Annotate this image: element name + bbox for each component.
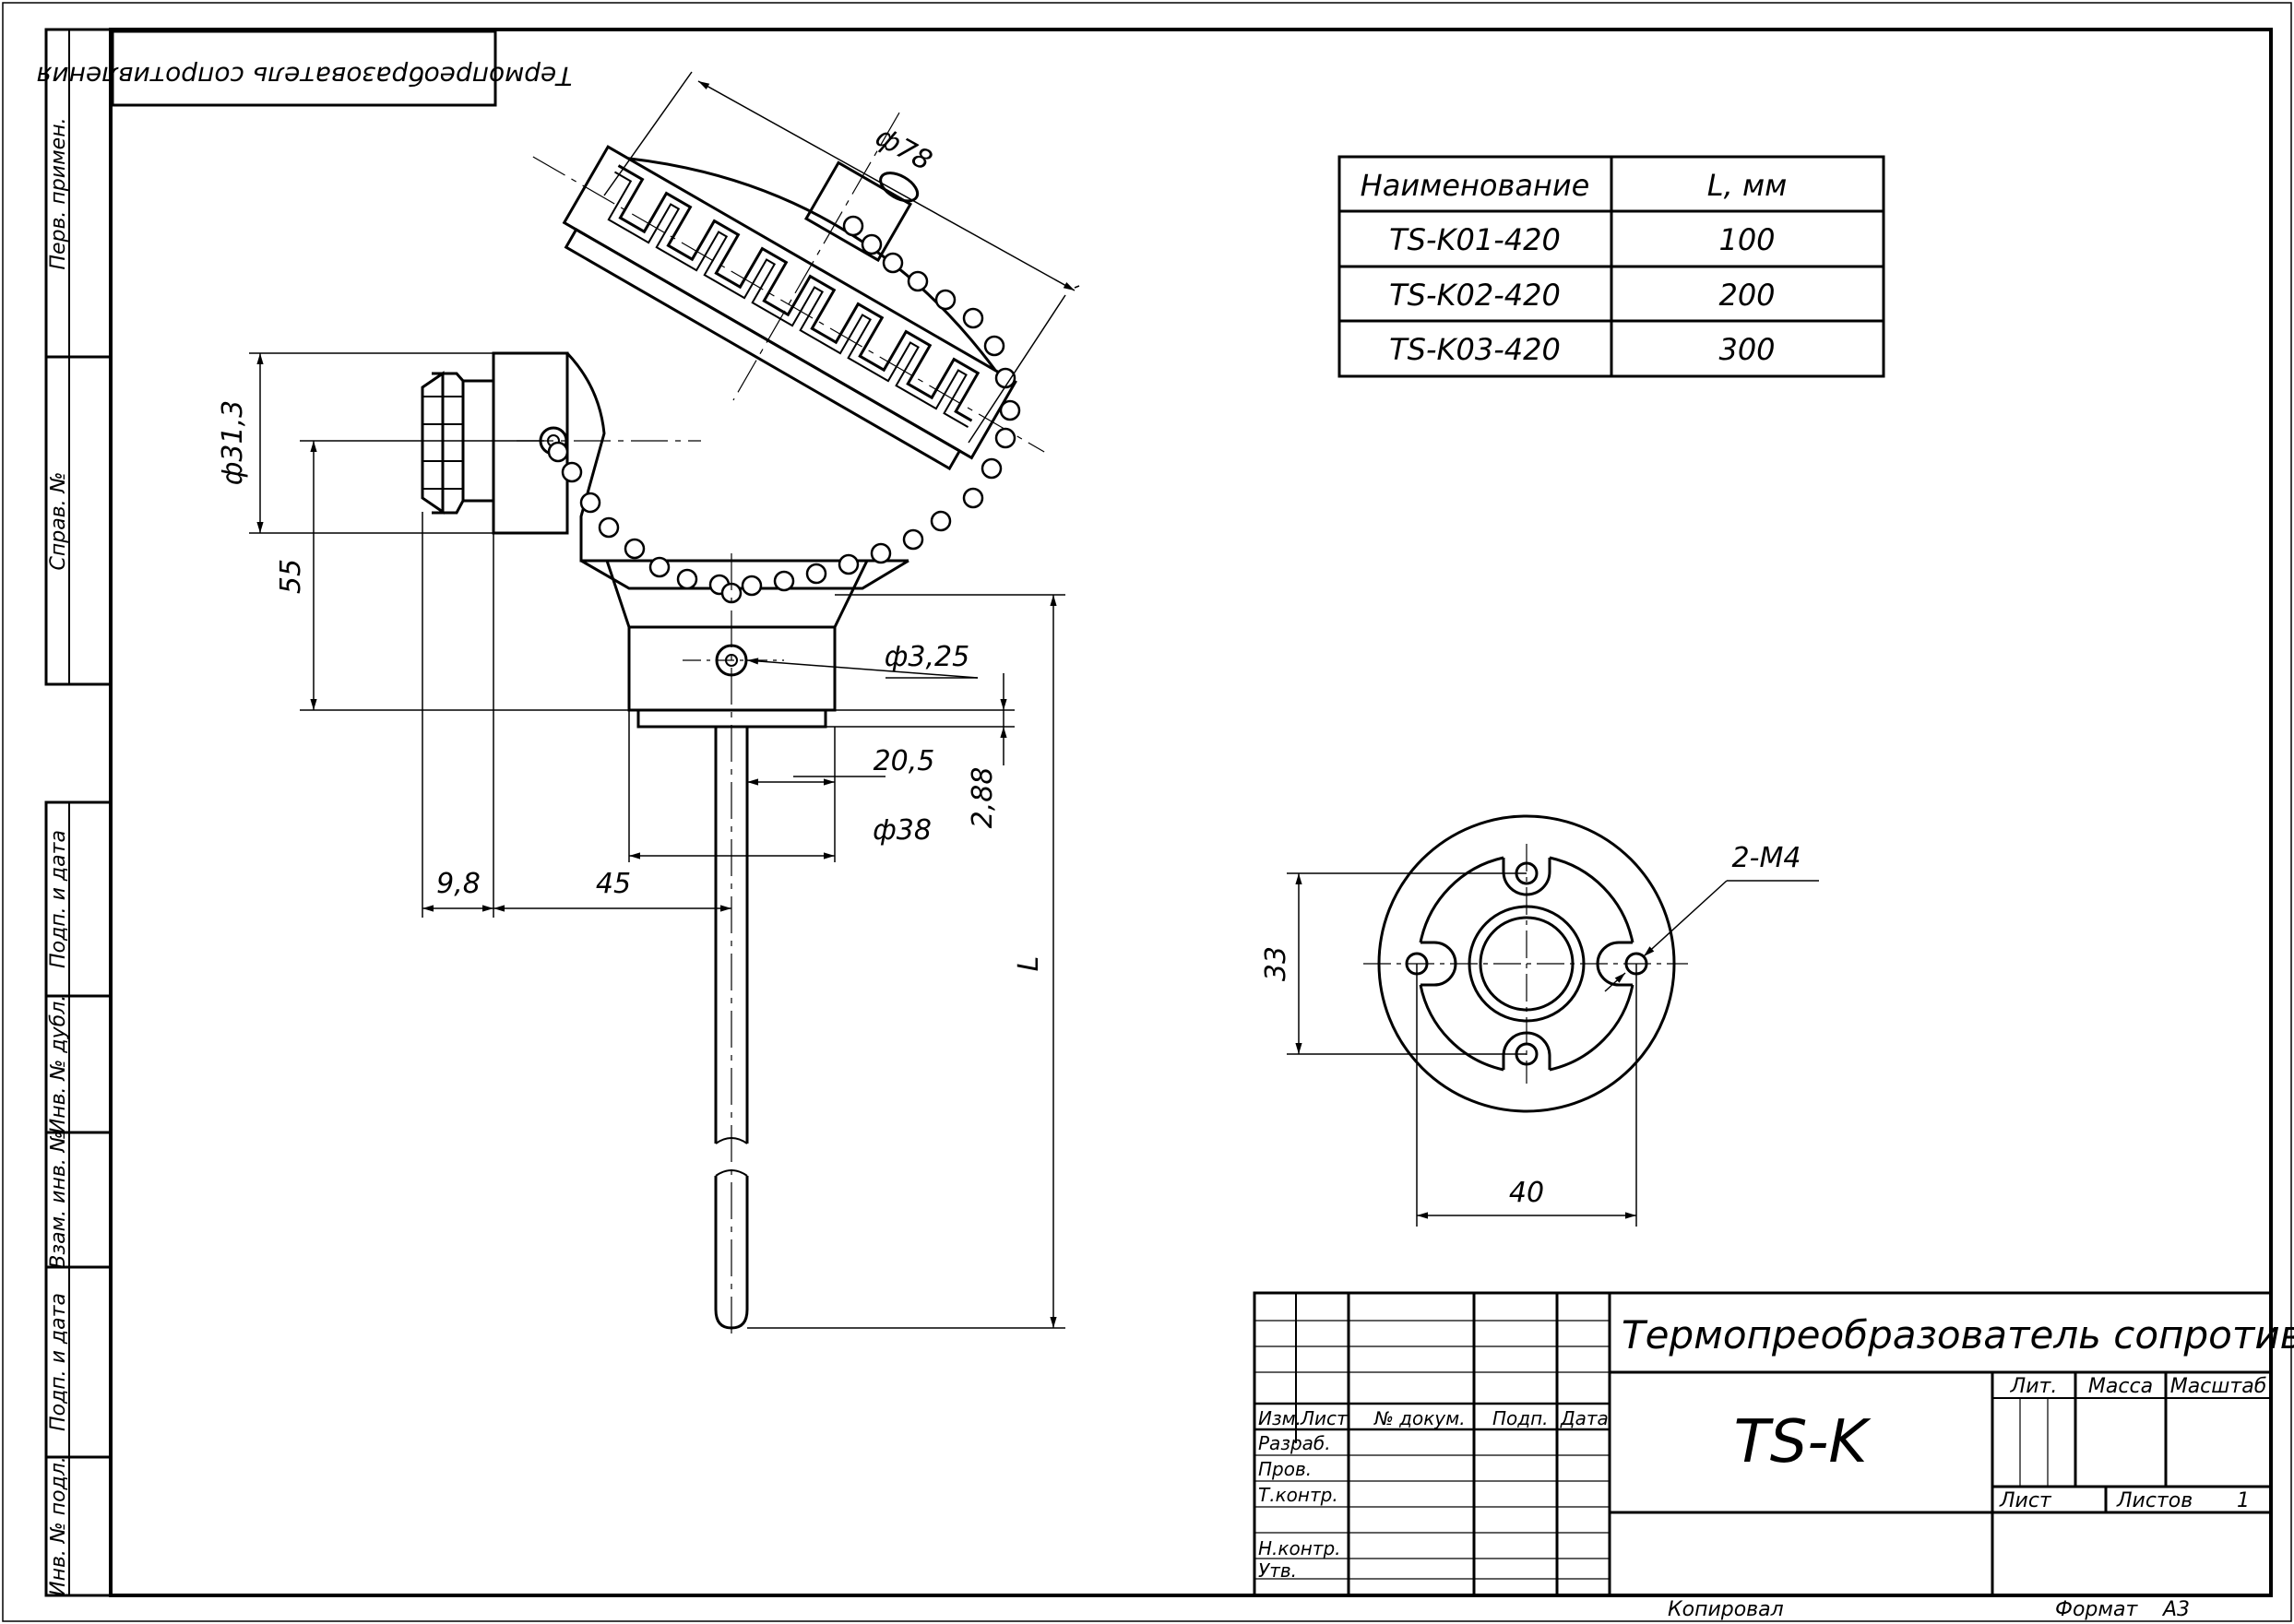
label-sheet: Лист <box>1999 1489 2052 1512</box>
side-stamp-cell-4: Инв. № дубл. <box>47 995 70 1134</box>
header-title: Термопреобразователь сопротивления <box>37 61 573 91</box>
title-product-name: Термопреобразователь сопротивления <box>1622 1312 2294 1357</box>
row-label-checked: Пров. <box>1258 1458 1312 1480</box>
dim-w20-5: 20,5 <box>874 745 935 777</box>
dim-w40: 40 <box>1509 1177 1544 1209</box>
title-block: Термопреобразователь сопротивления TS-K … <box>1253 1291 2294 1597</box>
col-label-date: Дата <box>1560 1407 1609 1429</box>
dim-w9-8: 9,8 <box>436 868 481 900</box>
side-stamp-cell-2: Справ. № <box>47 471 70 570</box>
table-row-2-name: TS-K02-420 <box>1389 278 1561 313</box>
col-label-sign: Подп. <box>1492 1407 1549 1429</box>
dim-h55: 55 <box>275 559 307 594</box>
row-label-approved: Утв. <box>1258 1559 1297 1582</box>
label-copied: Копировал <box>1668 1598 1784 1621</box>
sensor-side-view <box>421 112 1045 1337</box>
label-sheets: Листов <box>2116 1489 2193 1512</box>
dim-L: L <box>1013 956 1045 972</box>
title-designation: TS-K <box>1734 1408 1872 1476</box>
side-stamp: Перв. примен. Справ. № Подп. и дата Инв.… <box>44 28 113 1597</box>
col-label-sheet: Лист <box>1300 1407 1349 1429</box>
row-label-norm-control: Н.контр. <box>1258 1537 1341 1559</box>
dim-thread-2-m4: 2-M4 <box>1732 842 1801 874</box>
label-scale: Масштаб <box>2170 1375 2267 1398</box>
row-label-tech-control: Т.контр. <box>1258 1484 1338 1506</box>
label-mass: Масса <box>2088 1375 2153 1398</box>
header-box: Термопреобразователь сопротивления <box>37 30 573 107</box>
variants-table: Наименование L, мм TS-K01-420 100 TS-K02… <box>1337 155 1885 378</box>
side-stamp-cell-6: Подп. и дата <box>47 1293 70 1431</box>
side-stamp-cell-5: Взам. инв. № <box>47 1131 70 1268</box>
dim-d3-25: ф3,25 <box>885 641 969 673</box>
dim-d78: ф78 <box>870 121 937 178</box>
dim-w45: 45 <box>596 868 631 900</box>
table-row-3-name: TS-K03-420 <box>1389 332 1561 367</box>
dim-d38: ф38 <box>873 814 932 847</box>
col-label-rev: Изм. <box>1258 1407 1302 1429</box>
side-stamp-cell-3: Подп. и дата <box>47 830 70 968</box>
dim-h33: 33 <box>1260 946 1292 981</box>
side-stamp-cell-1: Перв. примен. <box>47 117 70 269</box>
drawing-frame <box>109 28 2273 1597</box>
table-row-1-name: TS-K01-420 <box>1389 222 1561 257</box>
dim-h2-88: 2,88 <box>967 767 999 829</box>
table-row-3-length: 300 <box>1718 332 1775 367</box>
value-sheets: 1 <box>2237 1489 2250 1512</box>
label-format: Формат <box>2055 1598 2138 1621</box>
value-format: А3 <box>2161 1598 2190 1621</box>
side-stamp-cell-7: Инв. № подл. <box>47 1456 70 1596</box>
row-label-developed: Разраб. <box>1258 1432 1331 1454</box>
flange-dimensions <box>1287 872 1819 1227</box>
side-view-dimensions <box>249 71 1080 1329</box>
flange-bottom-view <box>1363 814 1688 1113</box>
label-lit: Лит. <box>2010 1375 2058 1398</box>
table-header-length: L, мм <box>1707 168 1787 203</box>
table-row-1-length: 100 <box>1718 222 1775 257</box>
table-row-2-length: 200 <box>1718 278 1775 313</box>
flange-dimension-labels: 2-M4 33 40 <box>1260 842 1801 1209</box>
table-header-name: Наименование <box>1361 168 1590 203</box>
col-label-doc: № докум. <box>1373 1407 1466 1429</box>
dim-d31-3: ф31,3 <box>217 400 249 485</box>
